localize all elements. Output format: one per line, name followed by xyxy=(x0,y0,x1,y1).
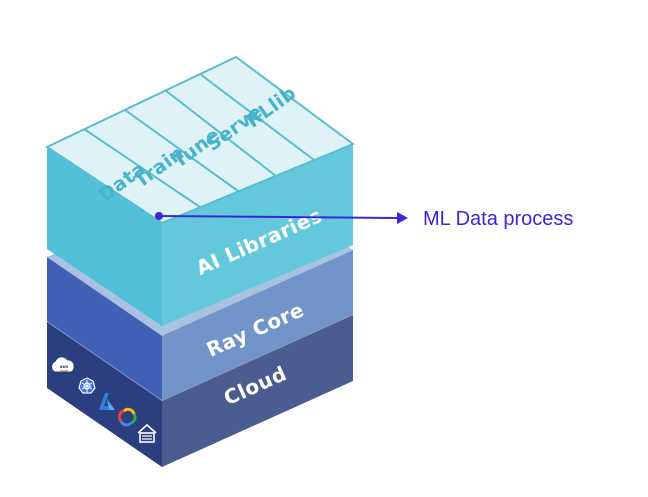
ray-core-left-face xyxy=(47,257,162,400)
aws-icon: aws xyxy=(52,357,74,372)
ai-libraries-right-face xyxy=(162,144,353,326)
library-divider xyxy=(83,128,201,208)
annotation-arrow-head xyxy=(397,212,408,224)
ray-core-right-face xyxy=(162,250,353,400)
azure-icon xyxy=(99,393,115,410)
ai-libraries-top-face xyxy=(44,55,356,225)
library-divider xyxy=(124,109,239,192)
on-prem-icon xyxy=(137,423,157,443)
library-divider xyxy=(199,73,315,161)
library-divider xyxy=(164,89,277,177)
annotation-arrow-line xyxy=(158,215,399,219)
gcp-icon xyxy=(117,407,137,427)
svg-text:aws: aws xyxy=(60,364,69,369)
cloud-layer-right-face xyxy=(162,315,353,467)
kubernetes-icon xyxy=(78,377,96,394)
annotation-label: ML Data process xyxy=(423,208,573,230)
ai-libraries-left-face xyxy=(47,147,162,326)
library-grid xyxy=(83,73,315,208)
annotation-arrow xyxy=(155,212,408,224)
